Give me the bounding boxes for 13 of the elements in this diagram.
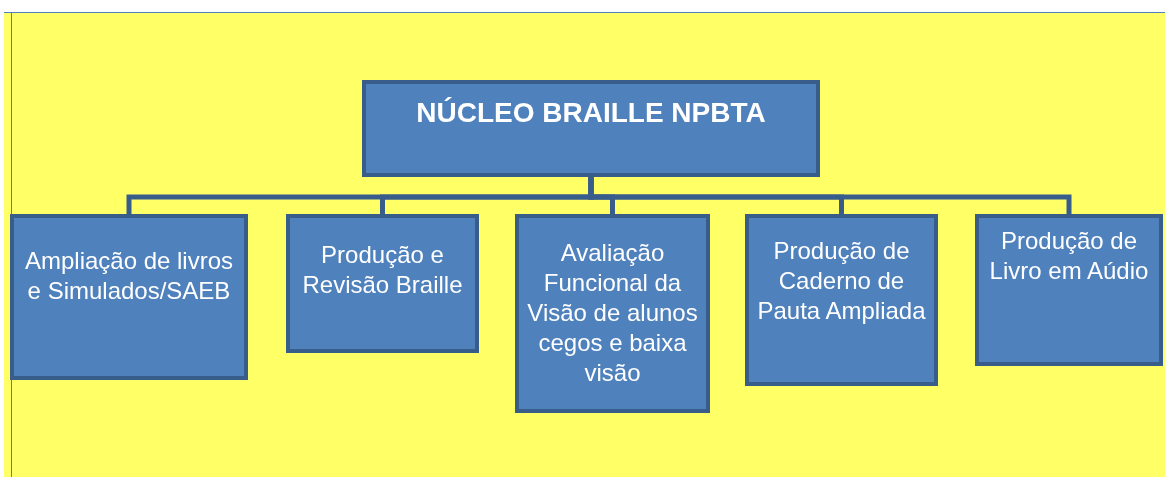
root-box bbox=[362, 80, 820, 177]
node-text: Ampliação de livros e Simulados/SAEB bbox=[23, 246, 235, 306]
process-box bbox=[515, 214, 710, 413]
node-text: Produção de Caderno de Pauta Ampliada bbox=[756, 236, 927, 326]
node-text: NÚCLEO BRAILLE NPBTA bbox=[415, 96, 767, 130]
node-text: Avaliação Funcional da Visão de alunos cegos e baixa visão bbox=[526, 238, 699, 388]
process-box bbox=[10, 214, 248, 380]
node-text: Produção de Livro em Aúdio bbox=[988, 226, 1150, 286]
process-box bbox=[286, 214, 479, 353]
process-box bbox=[975, 214, 1163, 366]
node-text: Produção e Revisão Braille bbox=[301, 240, 464, 300]
connector-line bbox=[588, 177, 1072, 214]
process-box bbox=[745, 214, 938, 386]
